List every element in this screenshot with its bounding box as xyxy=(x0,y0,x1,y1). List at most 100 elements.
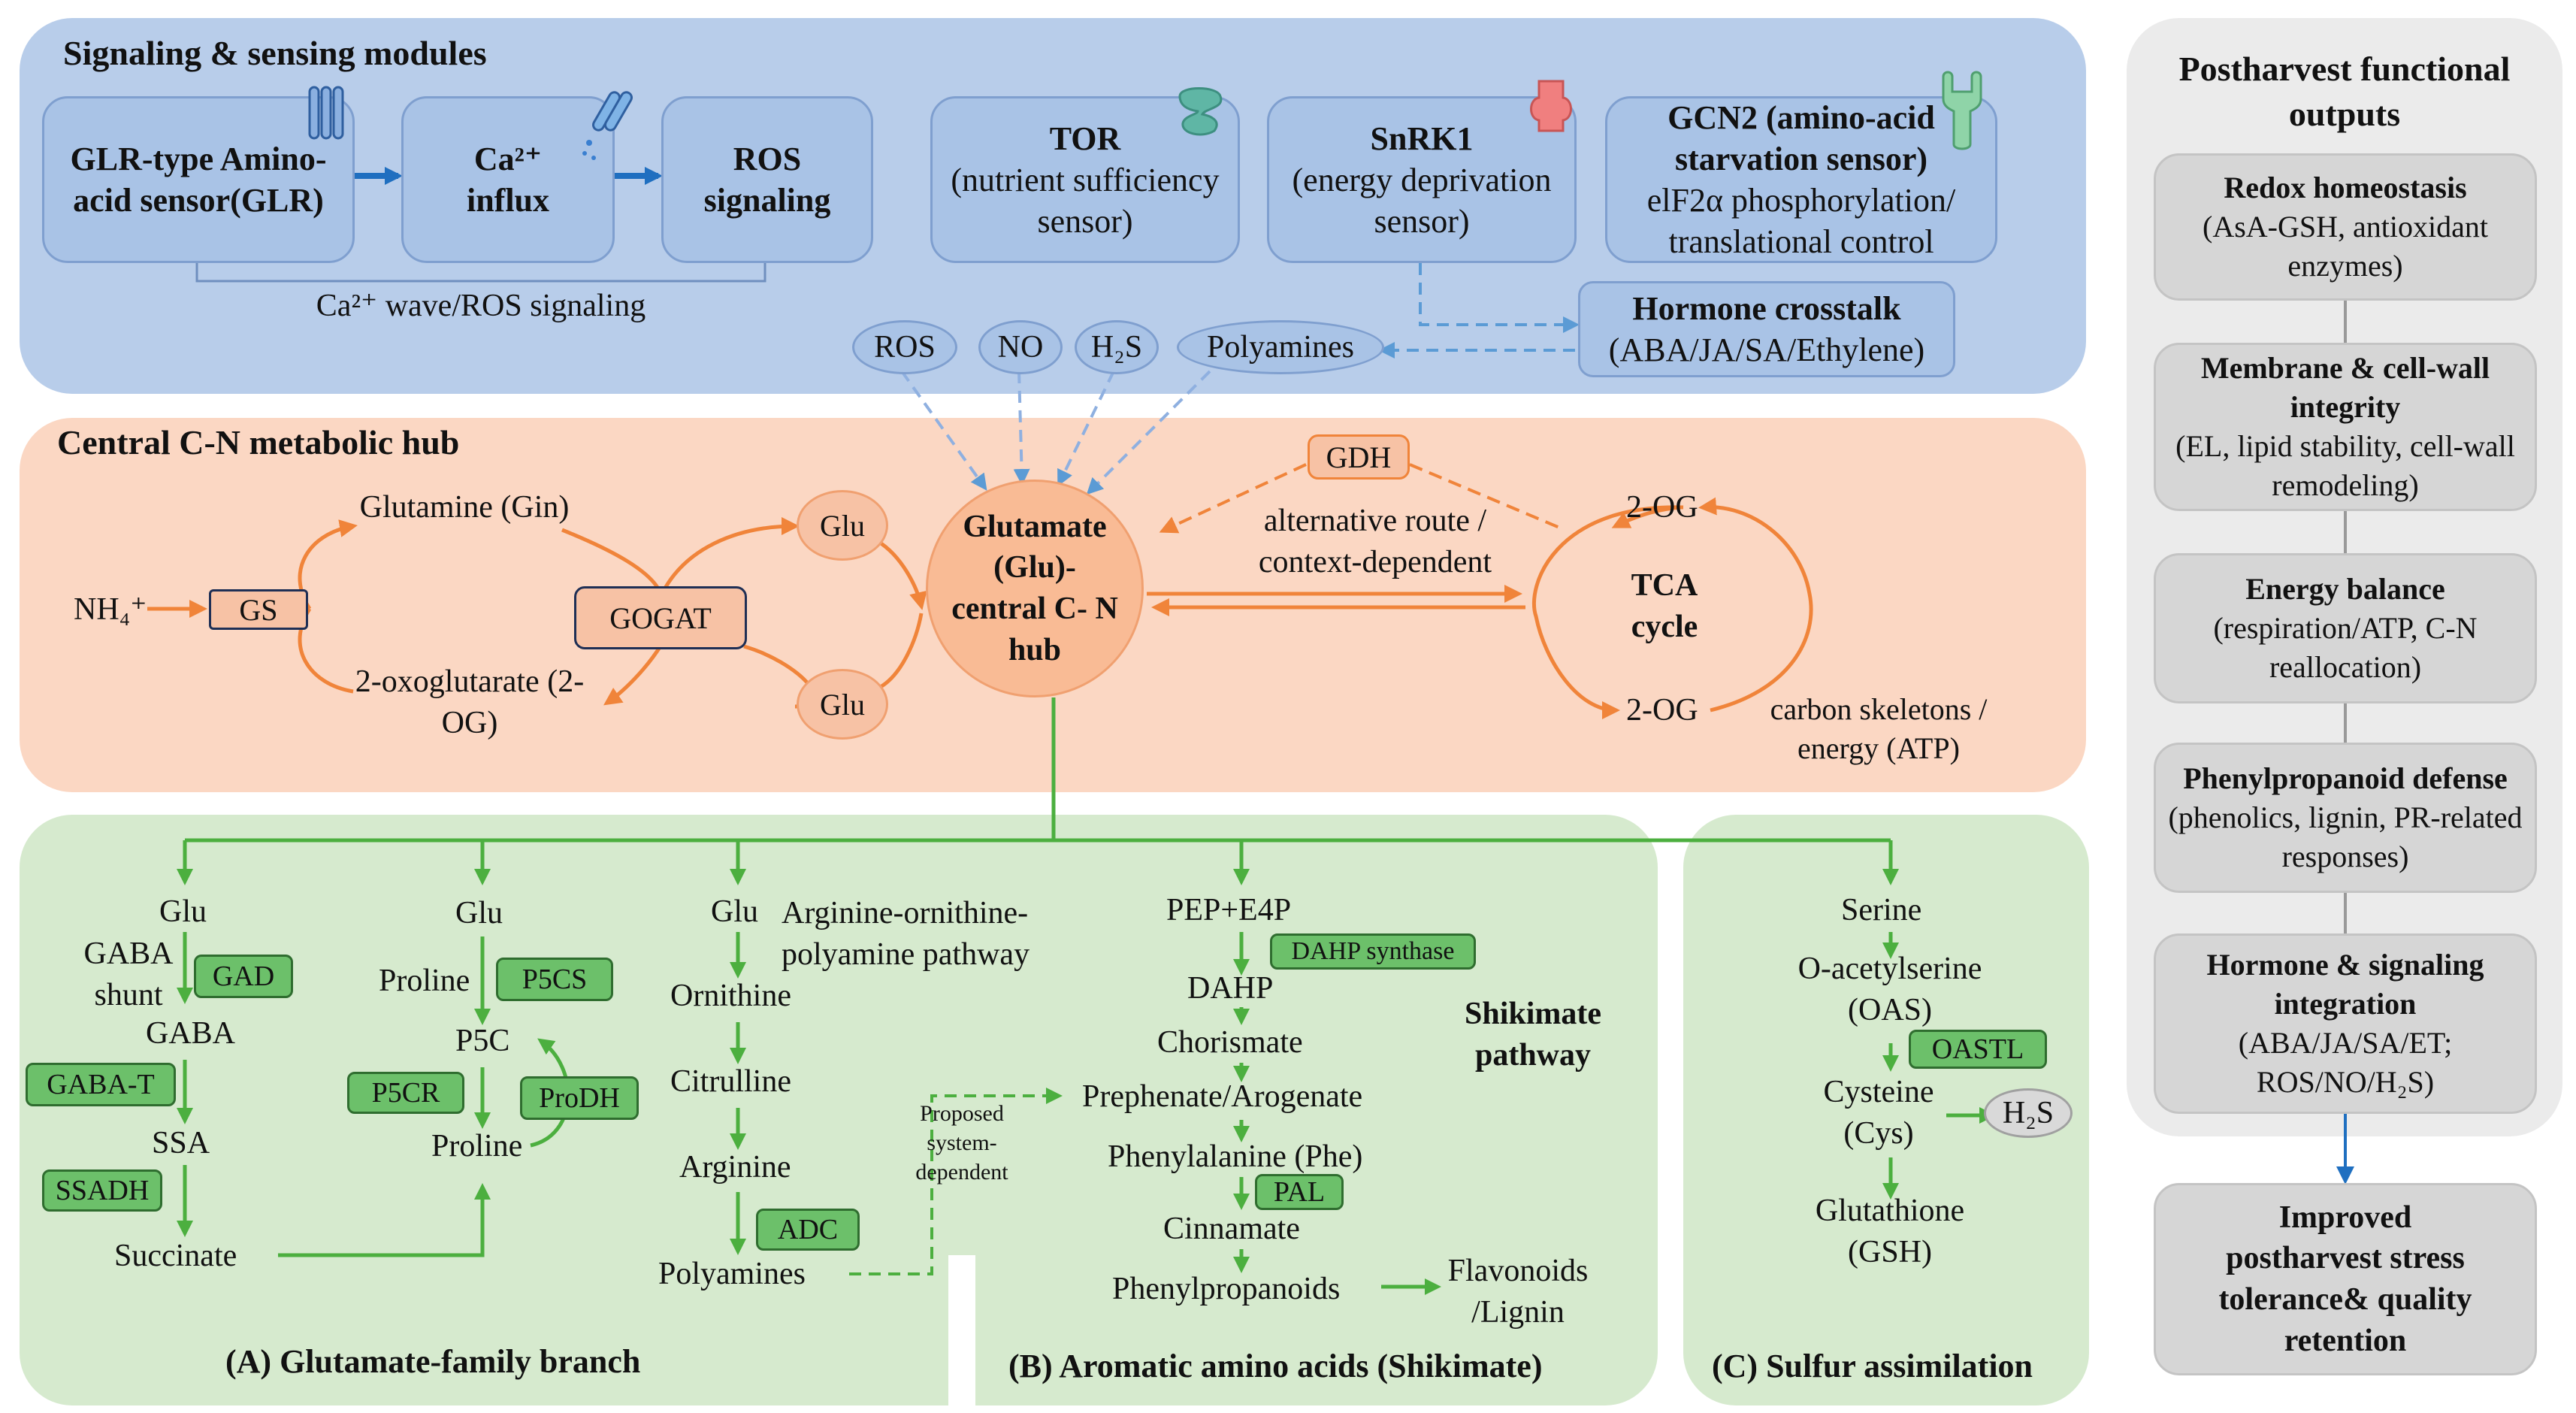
gcn2-box: GCN2 (amino-acid starvation sensor) elF2… xyxy=(1605,96,1997,263)
output-membrane: Membrane & cell-wall integrity (EL, lipi… xyxy=(2154,343,2537,511)
signaling-title: Signaling & sensing modules xyxy=(63,34,487,72)
glu-top-node: Glu xyxy=(797,490,888,561)
output-final-label: Improved postharvest stress tolerance& q… xyxy=(2218,1200,2472,1358)
og-bottom-label: 2-OG xyxy=(1626,693,1698,728)
gcn2-desc: elF2α phosphorylation/ translational con… xyxy=(1646,182,1956,260)
gad-enzyme: GAD xyxy=(194,955,293,998)
oval-polyamines: Polyamines xyxy=(1177,320,1384,374)
gaba-label: GABA xyxy=(146,1016,236,1051)
tor-icon xyxy=(1178,87,1223,136)
output-hormone-desc: (ABA/JA/SA/ET; ROS/NO/H₂S) xyxy=(2238,1026,2453,1099)
proline-top-label: Proline xyxy=(379,964,470,998)
output-phenylpropanoid-desc: (phenolics, lignin, PR-related responses… xyxy=(2168,800,2523,873)
outputs-title: Postharvest functional outputs xyxy=(2178,50,2511,133)
ros-signaling-label: ROS signaling xyxy=(703,141,831,219)
glutamate-hub-label: Glutamate (Glu)- central C- N hub xyxy=(951,509,1118,667)
snrk1-box: SnRK1 (energy deprivation sensor) xyxy=(1267,96,1577,263)
output-hormone: Hormone & signaling integration (ABA/JA/… xyxy=(2154,933,2537,1114)
proposed-label: Proposed system- dependent xyxy=(915,1101,1008,1185)
output-membrane-head: Membrane & cell-wall integrity xyxy=(2200,351,2490,424)
output-redox-desc: (AsA-GSH, antioxidant enzymes) xyxy=(2203,210,2488,283)
arginine-label: Arginine xyxy=(679,1150,791,1185)
output-membrane-desc: (EL, lipid stability, cell-wall remodeli… xyxy=(2175,429,2515,502)
oval-ros: ROS xyxy=(852,320,957,374)
glu-bottom-node: Glu xyxy=(797,669,888,740)
gs-enzyme: GS xyxy=(209,589,308,630)
nh4-label: NH₄⁺ xyxy=(74,592,147,627)
glr-label: GLR-type Amino-acid sensor(GLR) xyxy=(70,141,327,219)
prephenate-label: Prephenate/Arogenate xyxy=(1082,1079,1363,1114)
snrk1-name: SnRK1 xyxy=(1370,120,1474,157)
ssa-label: SSA xyxy=(152,1126,210,1160)
oxoglutarate-label: 2-oxoglutarate (2-OG) xyxy=(355,664,585,740)
gaba-glu: Glu xyxy=(159,894,207,929)
flavonoids-label: Flavonoids /Lignin xyxy=(1447,1254,1589,1330)
ornithine-label: Ornithine xyxy=(670,979,791,1013)
hormone-crosstalk-name: Hormone crosstalk xyxy=(1632,290,1901,327)
snrk1-desc: (energy deprivation sensor) xyxy=(1292,161,1552,240)
gcn2-icon xyxy=(1942,71,1982,150)
gaba-shunt-label: GABA shunt xyxy=(83,936,174,1012)
h2s-node: H₂S xyxy=(1984,1088,2073,1138)
glutathione-label: Glutathione (GSH) xyxy=(1815,1194,1965,1269)
arg-orn-pathway-label: Arginine-ornithine- polyamine pathway xyxy=(782,896,1030,972)
polyamine-glu: Glu xyxy=(711,894,758,929)
pal-enzyme: PAL xyxy=(1255,1174,1344,1210)
cysteine-label: Cysteine (Cys) xyxy=(1823,1075,1934,1151)
output-redox: Redox homeostasis (AsA-GSH, antioxidant … xyxy=(2154,153,2537,301)
ca-influx-label: Ca²⁺ influx xyxy=(466,141,550,219)
shikimate-pathway-label: Shikimate pathway xyxy=(1464,997,1602,1073)
ion-channel-icon xyxy=(582,91,633,160)
glutamine-label: Glutamine (Gin) xyxy=(359,490,570,525)
polyamines-label: Polyamines xyxy=(658,1257,806,1291)
phenylalanine-label: Phenylalanine (Phe) xyxy=(1108,1139,1363,1174)
ssadh-enzyme: SSADH xyxy=(42,1169,162,1212)
ros-signaling-box: ROS signaling xyxy=(661,96,873,263)
ca-influx-box: Ca²⁺ influx xyxy=(401,96,615,263)
branch-ab-panel xyxy=(20,815,1658,1405)
carbon-skeletons-label: carbon skeletons / energy (ATP) xyxy=(1770,692,1988,765)
gogat-enzyme: GOGAT xyxy=(574,586,747,649)
glutamate-hub: Glutamate (Glu)- central C- N hub xyxy=(926,480,1144,697)
channel-icon xyxy=(308,86,344,140)
oas-label: O-acetylserine (OAS) xyxy=(1797,952,1982,1027)
oastl-enzyme: OASTL xyxy=(1909,1030,2047,1069)
proline-label: Proline xyxy=(431,1129,523,1163)
tca-cycle-label: TCA cycle xyxy=(1631,568,1698,644)
p5c-label: P5C xyxy=(455,1024,510,1058)
succinate-label: Succinate xyxy=(114,1239,237,1273)
tor-desc: (nutrient sufficiency sensor) xyxy=(951,161,1220,240)
glr-box: GLR-type Amino-acid sensor(GLR) xyxy=(42,96,355,263)
proline-glu: Glu xyxy=(455,896,503,930)
dahp-label: DAHP xyxy=(1187,971,1274,1006)
gaba-t-enzyme: GABA-T xyxy=(26,1063,176,1106)
hub-title: Central C-N metabolic hub xyxy=(57,423,460,461)
citrulline-label: Citrulline xyxy=(670,1064,791,1099)
alt-route-label: alternative route / context-dependent xyxy=(1258,504,1492,579)
p5cr-enzyme: P5CR xyxy=(347,1072,464,1114)
panel-gap xyxy=(948,1255,975,1413)
hormone-crosstalk-box: Hormone crosstalk (ABA/JA/SA/Ethylene) xyxy=(1578,281,1955,377)
output-redox-head: Redox homeostasis xyxy=(2224,171,2467,204)
output-final: Improved postharvest stress tolerance& q… xyxy=(2154,1183,2537,1375)
output-energy-head: Energy balance xyxy=(2245,572,2445,606)
hormone-crosstalk-desc: (ABA/JA/SA/Ethylene) xyxy=(1608,331,1925,368)
gdh-enzyme: GDH xyxy=(1308,434,1410,480)
tor-name: TOR xyxy=(1049,120,1121,157)
output-phenylpropanoid-head: Phenylpropanoid defense xyxy=(2183,761,2508,795)
branch-c-footer: (C) Sulfur assimilation xyxy=(1712,1348,2033,1384)
tor-box: TOR (nutrient sufficiency sensor) xyxy=(930,96,1240,263)
oval-h2s: H₂S xyxy=(1075,320,1159,374)
p5cs-enzyme: P5CS xyxy=(496,958,613,1001)
adc-enzyme: ADC xyxy=(756,1209,860,1251)
ca-wave-label: Ca²⁺ wave/ROS signaling xyxy=(316,289,646,323)
pep-e4p-label: PEP+E4P xyxy=(1166,893,1292,927)
serine-label: Serine xyxy=(1841,893,1922,927)
gcn2-name: GCN2 (amino-acid starvation sensor) xyxy=(1667,99,1935,177)
prodh-enzyme: ProDH xyxy=(520,1076,639,1120)
snrk1-icon xyxy=(1530,80,1572,132)
chorismate-label: Chorismate xyxy=(1157,1025,1303,1060)
output-phenylpropanoid: Phenylpropanoid defense (phenolics, lign… xyxy=(2154,743,2537,893)
output-hormone-head: Hormone & signaling integration xyxy=(2206,948,2484,1021)
cinnamate-label: Cinnamate xyxy=(1163,1212,1300,1246)
